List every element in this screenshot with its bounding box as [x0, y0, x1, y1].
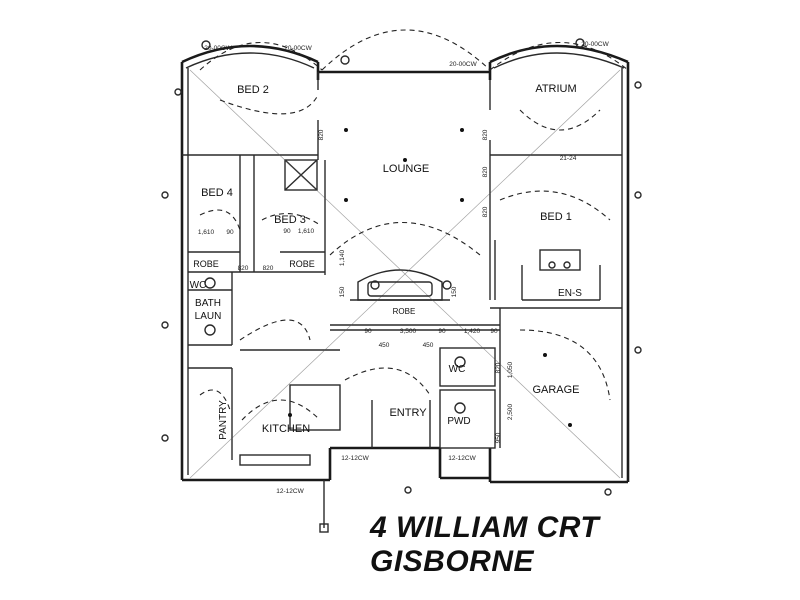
dimension-labels: 1,610 90 90 1,610 1,140 150 150 3,500 1,… [198, 41, 610, 495]
room-label-pantry: PANTRY [218, 400, 229, 440]
dimension-bottom-c: 12-12CW [276, 488, 304, 495]
dimension-top-b: 20-00CW [284, 45, 312, 52]
room-label-atrium: ATRIUM [535, 83, 576, 95]
room-label-lounge: LOUNGE [383, 163, 429, 175]
dimension-hall-90-b: 90 [438, 328, 446, 335]
dimension-hall-90-c: 90 [490, 328, 498, 335]
room-label-pwd: PWD [447, 416, 470, 427]
dimension-bottom-a: 12-12CW [341, 455, 369, 462]
caption-address-line: 4 WILLIAM CRT [370, 511, 600, 544]
room-label-bed-2: BED 2 [237, 84, 269, 96]
caption-suburb-line: GISBORNE [370, 545, 535, 578]
fixtures [204, 128, 581, 466]
dimension-lounge-1140: 1,140 [339, 249, 346, 266]
room-label-bath: BATH [195, 298, 221, 309]
dimension-entry-450-a: 450 [379, 342, 390, 349]
room-label-robe-bed-4: ROBE [193, 259, 219, 269]
dimension-bed-4-door: 90 [226, 229, 234, 236]
dimension-top-a: 20-00CW [204, 45, 232, 52]
dimension-bed-3-width: 1,610 [298, 228, 315, 235]
dimension-atrium-2124: 21-24 [560, 155, 577, 162]
dimension-garage-1050: 1,050 [507, 361, 514, 378]
dimension-robe-150-a: 150 [339, 286, 346, 297]
dimension-robe-150-b: 150 [451, 286, 458, 297]
dimension-bed-4-width: 1,610 [198, 229, 215, 236]
dimension-door-820-a: 820 [318, 129, 325, 140]
dimension-entry-450-b: 450 [423, 342, 434, 349]
dimension-hall-1420: 1,420 [464, 328, 481, 335]
room-label-garage: GARAGE [532, 384, 579, 396]
room-label-robe-bed-3: ROBE [289, 259, 315, 269]
room-label-bed-4: BED 4 [201, 187, 233, 199]
room-label-wc-left: WC [190, 280, 207, 291]
room-label-wc-right: WC [449, 364, 466, 375]
dimension-door-820-e: 820 [238, 265, 249, 272]
dimension-door-820-b: 820 [482, 129, 489, 140]
dimension-garage-2500: 2,500 [507, 403, 514, 420]
room-labels: BED 2 ATRIUM LOUNGE BED 4 BED 3 BED 1 RO… [190, 83, 583, 440]
dimension-top-d: 20-00CW [581, 41, 609, 48]
dimension-hall-90-a: 90 [364, 328, 372, 335]
room-label-laun: LAUN [195, 311, 222, 322]
room-label-robe-lounge: ROBE [393, 307, 416, 316]
room-label-entry: ENTRY [389, 407, 427, 419]
internal-walls [182, 72, 622, 460]
room-label-kitchen: KITCHEN [262, 423, 310, 435]
construction-lines [189, 69, 621, 479]
dimension-hall-3500: 3,500 [400, 328, 417, 335]
dimension-door-820-d: 820 [482, 206, 489, 217]
dimension-garage-950: 950 [495, 432, 502, 443]
dimension-bottom-b: 12-12CW [448, 455, 476, 462]
dimension-garage-820: 820 [495, 362, 502, 373]
dimension-door-820-f: 820 [263, 265, 274, 272]
dimension-top-c: 20-00CW [449, 61, 477, 68]
room-label-bed-1: BED 1 [540, 211, 572, 223]
external-markers [161, 38, 642, 533]
room-label-bed-3: BED 3 [274, 214, 306, 226]
dimension-door-820-c: 820 [482, 166, 489, 177]
outer-walls [180, 44, 630, 484]
switching-arcs [199, 29, 629, 421]
dimension-bed-3-door: 90 [283, 228, 291, 235]
room-label-en-suite: EN-S [558, 288, 582, 299]
